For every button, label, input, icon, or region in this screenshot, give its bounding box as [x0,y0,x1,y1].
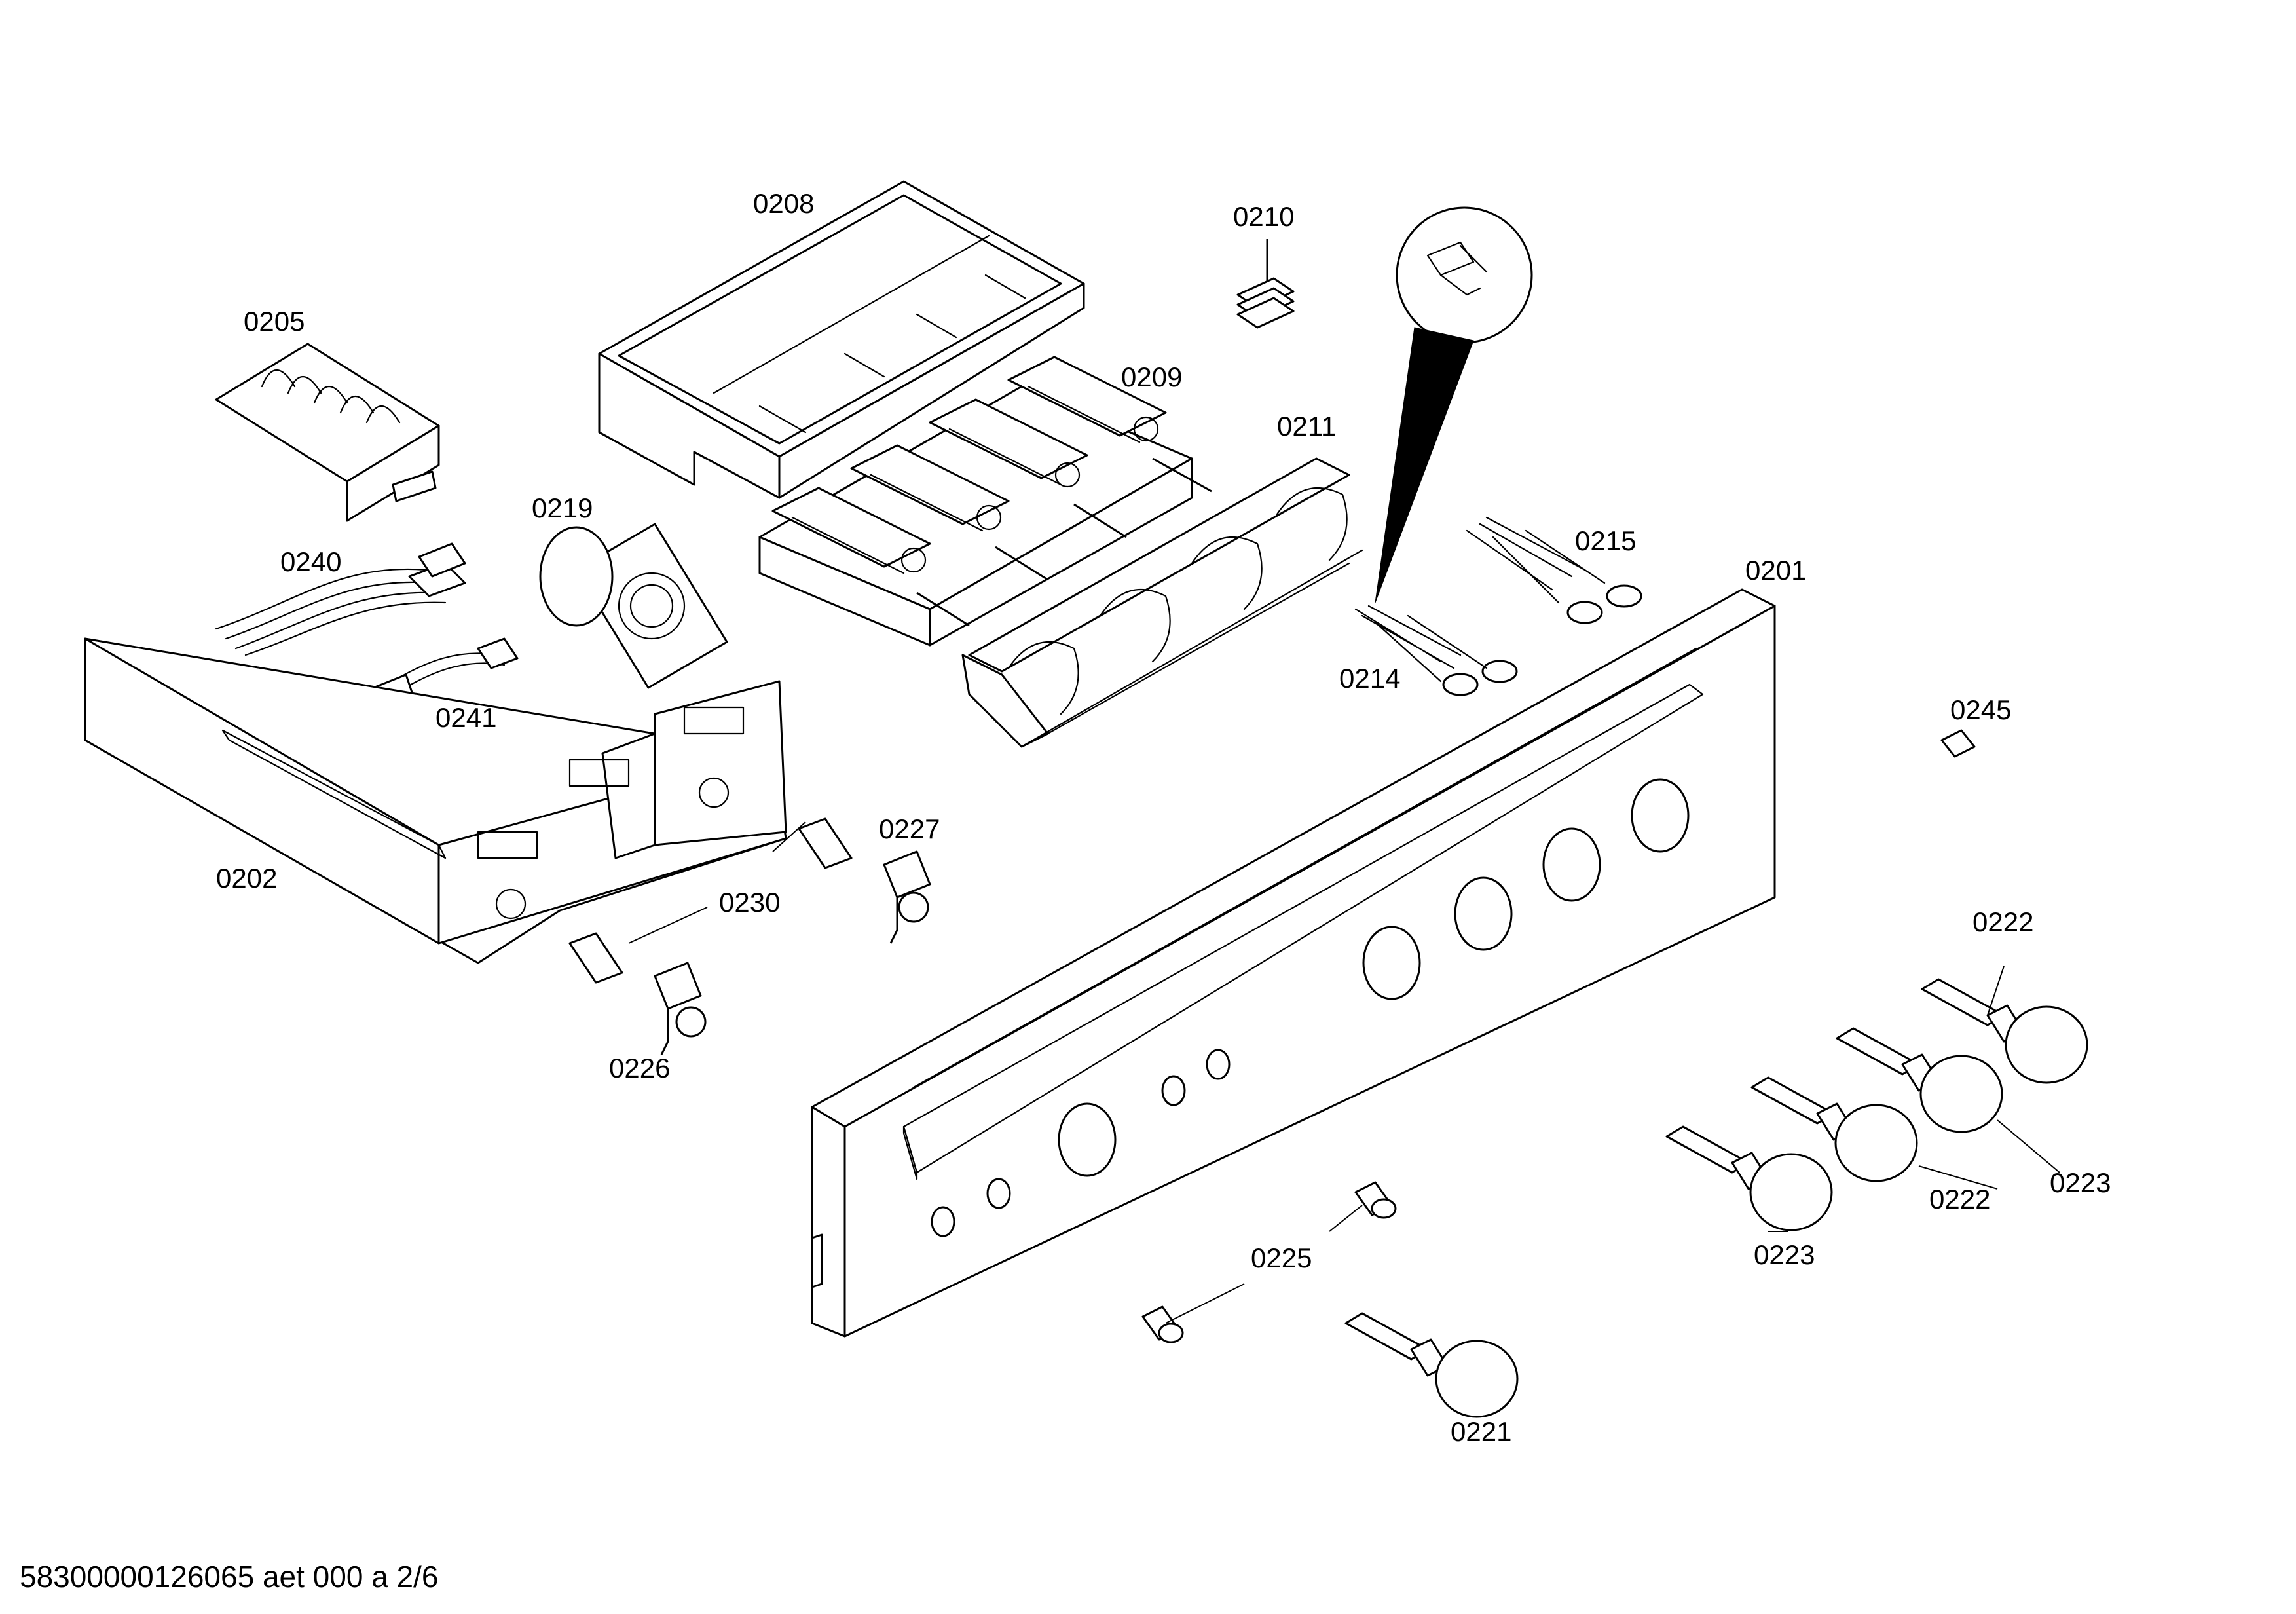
callout-0208: 0208 [753,188,814,219]
part-0214-lamp-leads [1354,605,1518,696]
callout-0219: 0219 [532,493,593,523]
callout-0241: 0241 [435,702,496,733]
part-0201-fascia [811,588,1776,1338]
callout-0230: 0230 [719,887,780,918]
callout-0222-mid: 0222 [1929,1184,1990,1214]
callout-0222-top: 0222 [1972,907,2033,937]
document-code: 58300000126065 aet 000 a 2/6 [20,1560,439,1594]
part-0211-knob-frame [961,457,1363,748]
callout-0202: 0202 [216,863,277,893]
part-0221-knob [1344,1312,1519,1418]
part-0230-fuse [568,817,853,984]
callout-0214: 0214 [1339,663,1400,694]
part-0202-control-frame [84,637,787,964]
callout-0221: 0221 [1451,1416,1511,1447]
leader-lines [628,821,2060,1324]
callout-0226: 0226 [609,1053,670,1083]
part-0240-cable [215,542,466,656]
callout-0205: 0205 [244,306,305,337]
part-0223-knob-b [1836,1027,2003,1133]
part-0225-push-button [1141,1181,1397,1343]
callout-0223-right: 0223 [2050,1167,2111,1198]
callout-0215: 0215 [1575,525,1636,556]
part-0222-knob-a [1750,1076,1918,1182]
part-0215-lamp-leads [1466,516,1642,624]
part-0227-clip [883,850,931,944]
callout-labels: 0208 0210 0205 0209 0211 0219 0215 0240 … [216,188,2111,1447]
callout-0201: 0201 [1745,555,1806,586]
callout-0211: 0211 [1277,411,1336,441]
callout-0245: 0245 [1950,694,2011,725]
part-0245-cap [1940,729,1976,758]
part-0210-pin [1236,239,1295,329]
part-0226-clip [654,962,707,1055]
part-0208-housing [598,180,1085,499]
part-0223-knob-a [1665,1125,1833,1231]
callout-0240: 0240 [280,546,341,577]
callout-0223-left: 0223 [1754,1239,1815,1270]
part-0219-bracket [539,523,728,689]
part-0209-switch-block [758,356,1212,647]
callout-0210: 0210 [1233,201,1294,232]
callout-0209: 0209 [1121,362,1182,392]
part-0222-knob-b [1921,978,2088,1084]
callout-0225: 0225 [1251,1243,1312,1273]
part-0205-switch [215,343,440,522]
detail-magnifier [1375,206,1533,603]
callout-0227: 0227 [879,814,940,844]
